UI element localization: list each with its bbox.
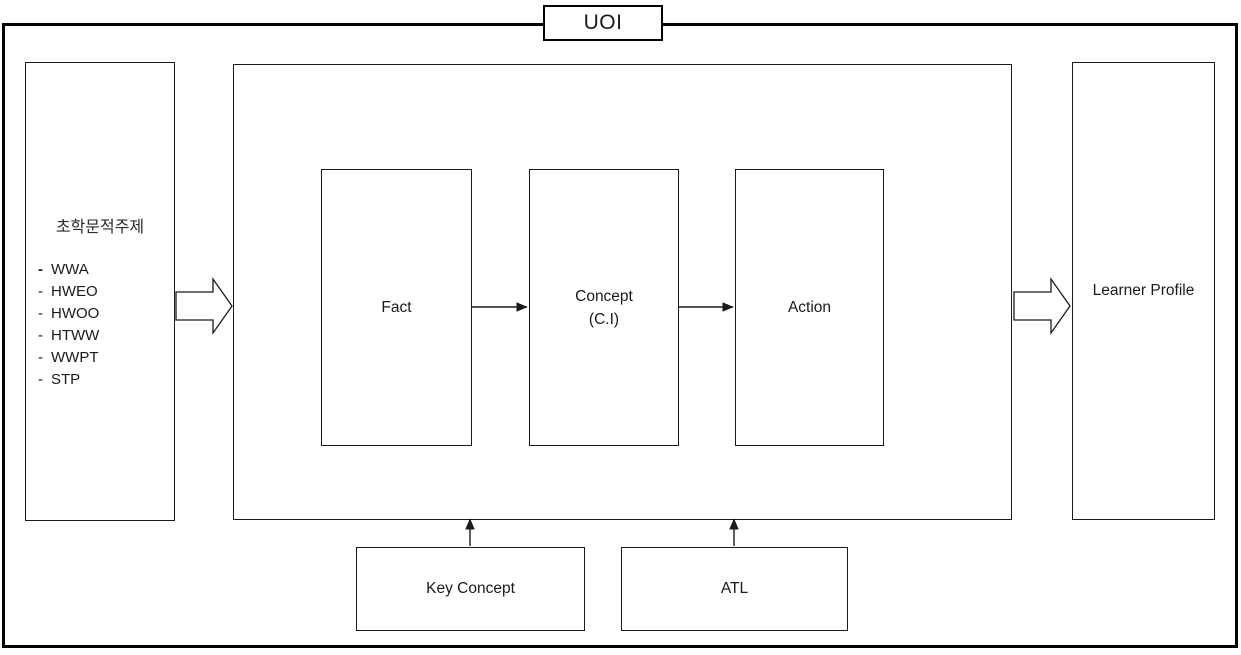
bullet-dash-icon: - (38, 371, 43, 388)
bullet-dash-icon: - (38, 283, 43, 300)
list-item-label: HTWW (51, 327, 100, 344)
stage-label-concept: Concept (575, 287, 633, 305)
list-item: -HWEO (34, 281, 166, 303)
stage-label-fact: Fact (381, 299, 412, 316)
atl-label: ATL (720, 580, 749, 597)
bullet-dash-icon: - (38, 349, 43, 366)
list-item: -WWA (34, 259, 166, 281)
list-item-label: WWPT (51, 349, 99, 366)
uoi-title-box: UOI (543, 5, 663, 41)
transdisciplinary-themes-list: -WWA -HWEO -HWOO -HTWW -WWPT -STP (34, 259, 166, 391)
stage-box-action: Action (735, 169, 884, 446)
list-item: -HTWW (34, 325, 166, 347)
learner-profile-panel: Learner Profile (1072, 62, 1215, 520)
list-item: -WWPT (34, 347, 166, 369)
atl-box: ATL (621, 547, 848, 631)
key-concept-box: Key Concept (356, 547, 585, 631)
stage-box-concept: Concept (C.I) (529, 169, 679, 446)
list-item-label: HWOO (51, 305, 100, 322)
list-item: -HWOO (34, 303, 166, 325)
list-item-label: STP (51, 371, 81, 388)
list-item-label: WWA (51, 261, 89, 278)
bullet-dash-icon: - (38, 305, 43, 322)
stage-label-action: Action (787, 299, 832, 316)
key-concept-label: Key Concept (426, 580, 515, 597)
transdisciplinary-themes-panel: 초학문적주제 -WWA -HWEO -HWOO -HTWW -WWPT -STP (25, 62, 175, 521)
bullet-dash-icon: - (38, 327, 43, 344)
list-item-label: HWEO (51, 283, 98, 300)
stage-sublabel-concept: (C.I) (588, 310, 620, 328)
learner-profile-label: Learner Profile (1092, 282, 1195, 299)
stage-box-fact: Fact (321, 169, 472, 446)
bullet-dash-icon: - (38, 261, 43, 278)
uoi-title-label: UOI (583, 11, 623, 34)
list-item: -STP (34, 369, 166, 391)
transdisciplinary-themes-heading: 초학문적주제 (55, 219, 145, 236)
